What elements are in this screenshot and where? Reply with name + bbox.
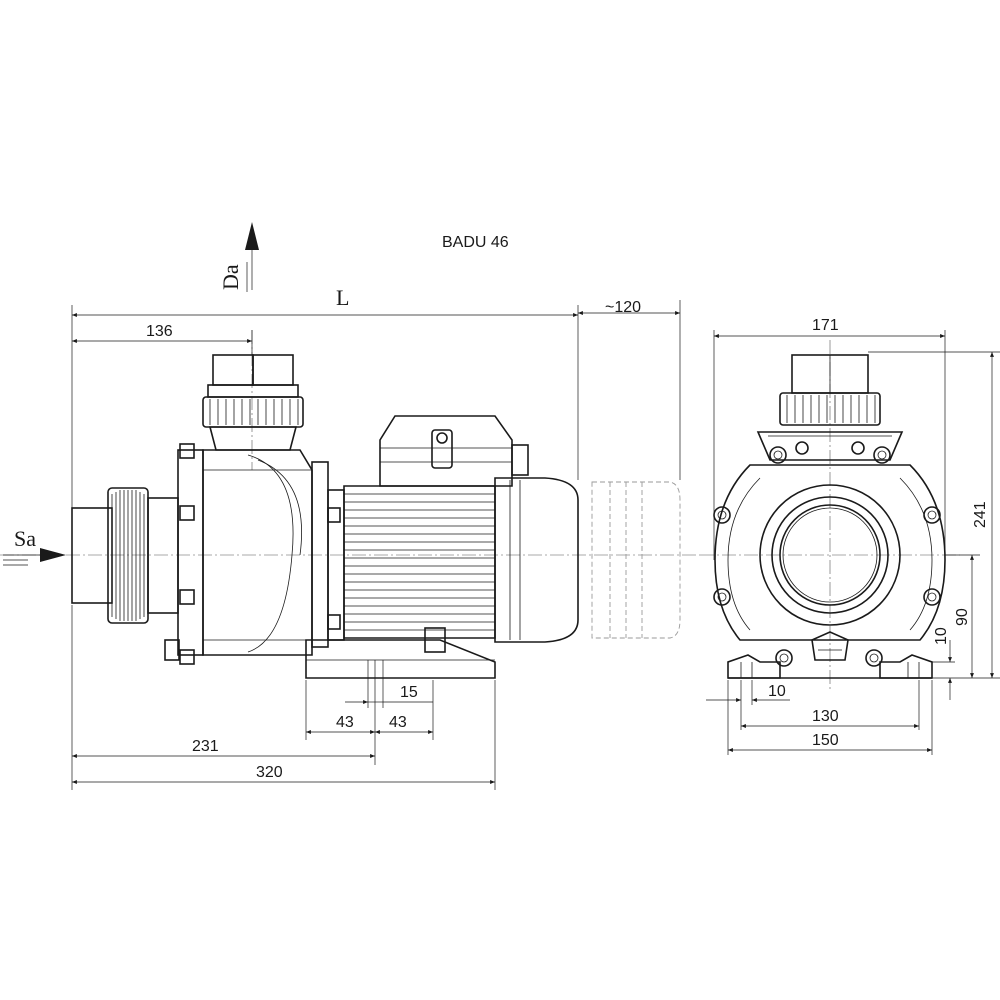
motor-body (343, 477, 579, 643)
dim-foot-half-left: 43 (336, 714, 354, 731)
discharge-outlet (202, 354, 304, 451)
drawing-title: BADU 46 (442, 234, 509, 251)
suction-arrow-icon (3, 548, 66, 566)
dim-inlet-to-foot-center: 231 (192, 738, 219, 755)
discharge-arrow-icon (245, 222, 259, 292)
pump-housing (164, 443, 313, 665)
suction-label: Sa (14, 526, 36, 551)
motor-clearance-outline (591, 481, 681, 639)
dim-front-overall-width: 171 (812, 317, 839, 334)
front-discharge-outlet (756, 354, 904, 461)
dim-front-base-width: 150 (812, 732, 839, 749)
front-housing-bolts (713, 441, 941, 667)
suction-inlet (71, 487, 179, 624)
front-pump-housing (713, 441, 946, 667)
terminal-box (379, 415, 529, 487)
dim-foot-half-right: 43 (389, 714, 407, 731)
dim-inlet-to-discharge: 136 (146, 323, 173, 340)
side-view: Sa Da L ~120 136 (0, 222, 700, 790)
base-foot (305, 627, 496, 679)
dim-front-axis-height: 90 (954, 608, 971, 626)
dim-foot-slot: 15 (400, 684, 418, 701)
length-label: L (336, 285, 349, 310)
dim-motor-clearance: ~120 (605, 299, 641, 316)
dim-front-foot-slot: 10 (768, 683, 786, 700)
front-view: 171 241 90 10 10 130 150 (700, 317, 1000, 755)
housing-bolts (164, 443, 195, 665)
dim-front-foot-height: 10 (933, 627, 950, 645)
motor-flange (311, 461, 345, 648)
discharge-label: Da (218, 264, 243, 290)
dim-front-overall-height: 241 (972, 501, 989, 528)
front-feet (727, 654, 933, 679)
dim-front-bolt-spacing: 130 (812, 708, 839, 725)
dim-overall-base: 320 (256, 764, 283, 781)
